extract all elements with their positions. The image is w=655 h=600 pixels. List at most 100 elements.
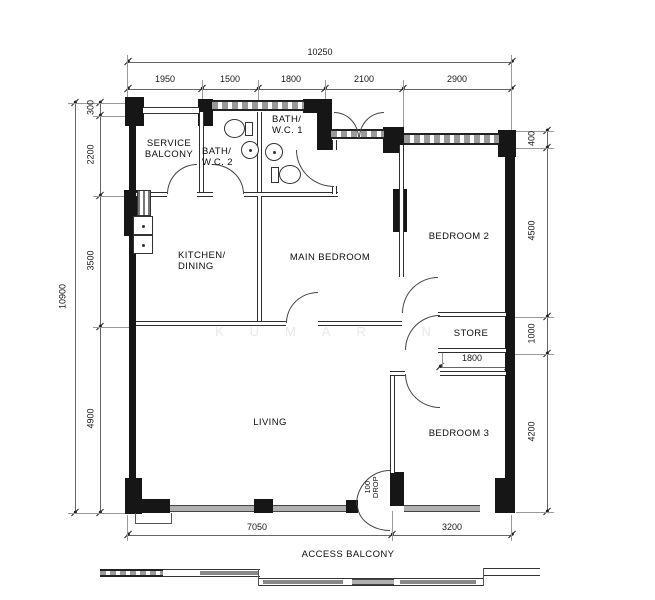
access-balcony-parapet [400,580,476,584]
dim-label: 4200 [526,421,537,442]
wall-kitchen-living [136,321,286,326]
extension-line [202,80,203,99]
wall-store-top [438,312,506,317]
extension-line [516,148,554,149]
access-balcony-parapet [483,568,540,576]
dim-label: 2200 [85,144,96,165]
toilet-bowl-wc2 [224,119,245,138]
dim-label: 4500 [526,220,537,241]
extension-line [93,327,136,328]
extension-line [68,103,128,104]
column [383,127,404,153]
wall-bedroom2-left [399,145,404,277]
wall-mainbedroom-living [318,321,402,326]
dim-line-left-segments [100,103,101,513]
wall-left [129,105,136,513]
extension-line [442,353,443,367]
dim-line-top-total [128,62,512,63]
label-main-bedroom: MAIN BEDROOM [289,252,371,263]
dim-label: 400 [526,130,537,147]
wall-service-balcony [136,192,167,197]
living-window [170,505,254,512]
extension-line [392,511,393,541]
toilet-bowl-wc1 [279,165,301,184]
french-window-arc-left [334,112,359,138]
door-arc-main-bedroom [286,292,318,323]
kitchen-counter [137,190,151,216]
parapet-joint [483,568,484,586]
wall-right [505,130,515,513]
wall-wc1-right [332,140,337,150]
column [125,97,144,126]
column [317,99,332,150]
column [495,478,515,513]
dim-label: 3200 [441,522,463,532]
wall-bath [244,192,338,197]
access-balcony-parapet [200,571,258,575]
wall-wc2-left [199,112,204,192]
label-bedroom-2: BEDROOM 2 [428,231,490,242]
dim-label: 2900 [446,74,468,84]
dim-label: 3500 [85,250,96,271]
extension-line [516,512,554,513]
dim-label: 1800 [280,74,302,84]
dim-line-top-segments [128,89,512,90]
dim-label: 300 [85,99,96,116]
label-access-balcony: ACCESS BALCONY [301,549,395,560]
dim-label-top-total: 10250 [307,47,333,57]
extension-line [127,55,128,98]
basin-wc1 [265,143,283,161]
wall-bedroom3-top [390,371,405,376]
wall-bath [197,192,213,197]
extension-line [127,515,128,541]
label-kitchen-dining: KITCHEN/ DINING [178,250,226,273]
door-arc-store [405,315,440,350]
service-balcony-railing [143,107,199,114]
dim-label: 4900 [85,408,96,429]
extension-line [93,116,136,117]
extension-line [258,80,259,100]
bedroom3-window [404,505,480,512]
extension-line [516,131,554,132]
parapet-joint [258,569,259,586]
bedroom2-window [404,133,499,145]
label-service-balcony: SERVICE BALCONY [144,138,194,161]
dim-line-left-total [75,103,76,513]
door-arc-bedroom2 [402,277,438,313]
column [254,499,273,513]
extension-line [68,513,128,514]
extension-line [403,80,404,128]
wall-bedroom3-left [390,376,395,473]
extension-line [511,515,512,541]
wall-bedroom3-top [440,371,506,376]
wall-store-bottom [438,348,506,353]
dim-label-left-total: 10900 [57,283,68,310]
dim-line-store [440,367,508,368]
dim-line-right-segments [547,131,548,512]
dim-label: 1950 [154,74,176,84]
column [125,499,170,513]
column [390,472,404,506]
watermark: KUMAR N [215,324,457,339]
label-living: LIVING [253,417,287,428]
kitchen-sink [133,216,153,235]
label-store: STORE [453,328,489,339]
extension-line [511,55,512,130]
toilet-tank-wc2 [245,122,253,136]
dim-label: 1500 [219,74,241,84]
dim-label: 7050 [246,522,268,532]
living-window [273,505,346,512]
basin-wc2 [241,141,259,159]
access-balcony-parapet [263,580,343,584]
dim-label: 1000 [526,323,537,344]
external-step [135,513,172,524]
door-arc-wc1 [296,150,334,187]
label-bedroom-3: BEDROOM 3 [428,428,490,439]
label-bath-wc1: BATH/ W.C. 1 [272,114,303,137]
label-drop: 100 DROP [362,476,380,499]
label-bath-wc2: BATH/ W.C. 2 [202,146,233,169]
access-balcony-parapet [352,579,394,585]
dim-line-bottom [128,535,512,536]
extension-line [511,354,554,355]
